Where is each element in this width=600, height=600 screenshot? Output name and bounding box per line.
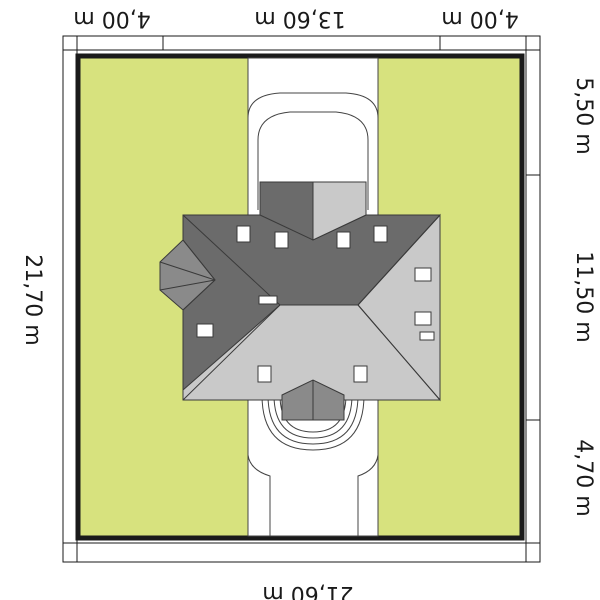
skylight xyxy=(414,267,432,282)
right-dimension-band xyxy=(525,35,541,563)
skylight xyxy=(373,225,388,243)
skylights xyxy=(196,225,435,383)
left-dimension-band xyxy=(62,35,78,563)
bottom-dimension-band xyxy=(62,542,541,563)
dim-top-left: 4,00 m xyxy=(73,6,150,31)
skylight xyxy=(336,231,351,249)
dim-right-middle: 11,50 m xyxy=(571,251,596,342)
dim-left: 21,70 m xyxy=(20,254,45,345)
top-dimension-band xyxy=(62,35,541,51)
dim-top-right: 4,00 m xyxy=(441,6,518,31)
house-roof xyxy=(159,181,441,421)
roof-ridge xyxy=(182,214,441,306)
skylight xyxy=(196,323,214,338)
dim-right-bottom: 4,70 m xyxy=(571,439,596,516)
skylight xyxy=(353,365,368,383)
roof-hip-se xyxy=(357,304,441,401)
dim-top-middle: 13,60 m xyxy=(254,6,345,31)
skylight xyxy=(414,311,432,326)
skylight xyxy=(258,295,278,305)
skylight xyxy=(236,225,251,243)
skylight xyxy=(274,231,289,249)
skylight xyxy=(419,331,435,341)
roof-hip-sw xyxy=(182,304,281,401)
dim-bottom: 21,60 m xyxy=(262,581,353,600)
skylight xyxy=(257,365,272,383)
dim-right-top: 5,50 m xyxy=(571,77,596,154)
